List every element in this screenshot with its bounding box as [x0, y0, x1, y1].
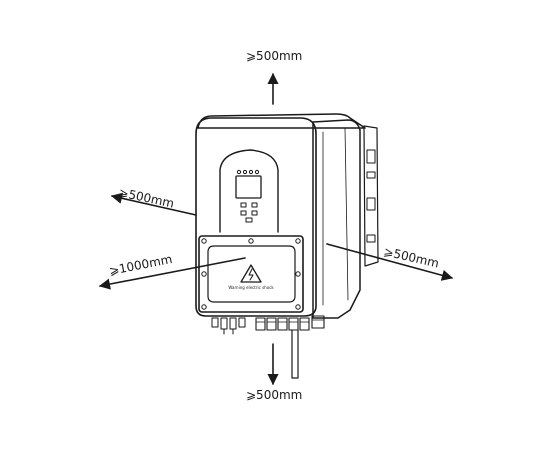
inverter-front-panel — [195, 117, 317, 317]
inverter-unit: Warning electric shock — [195, 113, 379, 379]
warning-label: Warning electric shock — [228, 285, 274, 290]
cover-screw-tl — [201, 238, 207, 244]
inverter-top-face — [197, 113, 366, 129]
cover-screw-bl — [201, 304, 207, 310]
cover-screw-br — [295, 304, 301, 310]
label-left-clearance: ⩾500mm — [117, 185, 175, 210]
cover-screw-tr — [295, 238, 301, 244]
indicator-led-3 — [248, 169, 254, 175]
clearance-labels: ⩾500mm ⩾500mm ⩾500mm ⩾1000mm ⩾500mm — [108, 49, 440, 402]
indicator-led-4 — [254, 169, 260, 175]
cover-screw-mr — [295, 271, 301, 277]
label-top-clearance: ⩾500mm — [246, 49, 302, 63]
clearance-arrows — [98, 72, 454, 386]
cable — [291, 329, 299, 379]
mounting-bracket — [363, 125, 379, 267]
warning-triangle-icon — [240, 264, 262, 283]
indicator-led-1 — [236, 169, 242, 175]
key-button-3 — [240, 210, 247, 216]
key-button-2 — [251, 202, 258, 208]
inverter-side-face — [312, 119, 361, 319]
key-button-4 — [251, 210, 258, 216]
cover-screw-tc — [248, 238, 254, 244]
arrow-front — [98, 257, 246, 290]
label-bottom-clearance: ⩾500mm — [246, 388, 302, 402]
cover-screw-ml — [201, 271, 207, 277]
display-panel — [219, 149, 279, 233]
key-button-5 — [245, 217, 253, 223]
indicator-led-2 — [242, 169, 248, 175]
lcd-screen — [235, 175, 262, 199]
arrow-left — [110, 192, 197, 216]
key-button-1 — [240, 202, 247, 208]
bottom-connectors — [211, 315, 325, 379]
wiring-cover: Warning electric shock — [198, 235, 304, 313]
arrow-right — [326, 243, 454, 281]
